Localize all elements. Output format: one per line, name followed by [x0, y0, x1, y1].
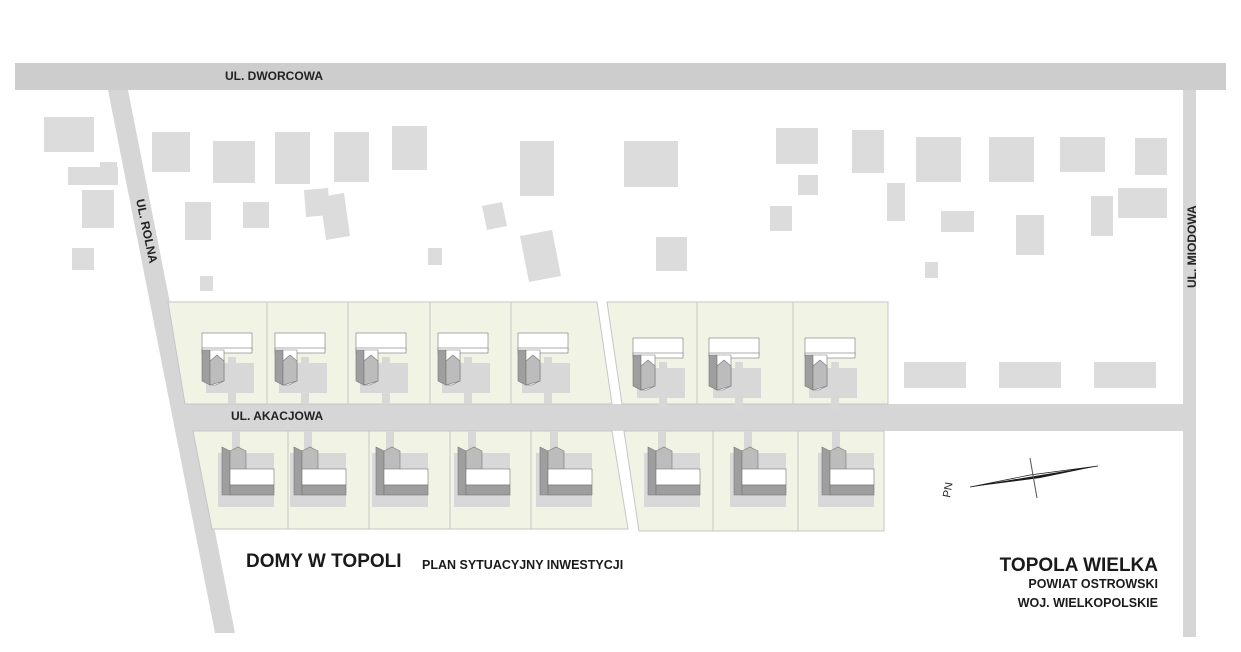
street-label-miodowa: UL. MIODOWA — [1185, 205, 1199, 288]
house-north-5 — [517, 332, 570, 404]
house-south-1 — [218, 431, 275, 507]
house-north-1 — [201, 332, 254, 404]
plot-south-3 — [368, 430, 451, 530]
north-label: PN — [941, 481, 955, 498]
plot-north-7 — [696, 301, 794, 409]
plan-subtitle: PLAN SYTUACYJNY INWESTYCJI — [422, 558, 623, 572]
plot-north-3 — [347, 301, 431, 405]
house-south-2 — [290, 431, 347, 507]
plot-north-2 — [266, 301, 349, 405]
house-north-8 — [804, 337, 857, 409]
north-arrow-icon: PN — [941, 457, 1099, 499]
plots-north-row — [167, 301, 889, 409]
location-voivodeship: WOJ. WIELKOPOLSKIE — [1018, 596, 1158, 610]
location-town: TOPOLA WIELKA — [1000, 555, 1159, 576]
plan-title: DOMY W TOPOLI — [246, 551, 402, 572]
house-south-3 — [372, 431, 429, 507]
road-miodowa — [1183, 90, 1196, 637]
street-label-dworcowa: UL. DWORCOWA — [225, 69, 323, 83]
plot-south-1 — [192, 430, 289, 530]
house-south-8 — [818, 431, 875, 507]
plot-south-8 — [797, 430, 885, 532]
plot-south-4 — [449, 430, 532, 530]
plot-south-7 — [712, 430, 799, 532]
road-akacjowa — [172, 404, 1183, 431]
plots-south-row — [192, 430, 885, 532]
house-south-5 — [536, 431, 593, 507]
house-north-6 — [632, 337, 685, 409]
roads — [15, 63, 1226, 637]
street-label-akacjowa: UL. AKACJOWA — [231, 409, 324, 423]
house-north-3 — [355, 332, 408, 404]
road-rolna — [108, 90, 235, 633]
house-south-6 — [644, 431, 701, 507]
house-south-4 — [454, 431, 511, 507]
plot-south-6 — [623, 430, 714, 532]
plot-south-2 — [287, 430, 370, 530]
plot-north-6 — [606, 301, 698, 409]
plot-south-5 — [530, 430, 629, 530]
plot-north-4 — [429, 301, 512, 405]
plot-north-8 — [792, 301, 889, 409]
location-county: POWIAT OSTROWSKI — [1028, 577, 1158, 591]
house-south-7 — [730, 431, 787, 507]
house-north-2 — [274, 332, 327, 404]
road-dworcowa — [15, 63, 1226, 90]
plot-north-1 — [167, 301, 268, 405]
house-north-7 — [708, 337, 761, 409]
house-north-4 — [437, 332, 490, 404]
existing-buildings — [44, 117, 1167, 388]
plot-north-5 — [510, 301, 613, 405]
